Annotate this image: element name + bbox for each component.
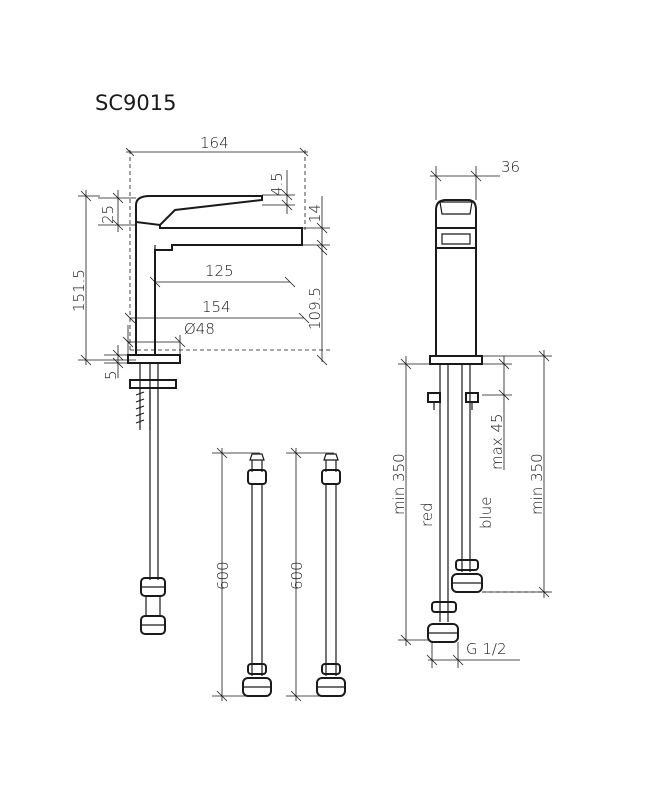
front-hose — [149, 363, 159, 580]
dim-25-line — [98, 190, 136, 232]
side-spout-band — [436, 227, 476, 249]
red-hose-label: red — [418, 502, 436, 527]
dim-max45-line — [482, 356, 512, 470]
dim-g12-label: G 1/2 — [466, 640, 507, 658]
dim-109_5-line — [316, 244, 328, 366]
front-view: 164 4.5 25 151.5 14 125 109.5 154 Ø48 5 — [70, 134, 330, 635]
product-code: SC9015 — [95, 91, 176, 115]
dim-154-line — [124, 312, 310, 324]
fixing-plate — [129, 379, 177, 389]
blue-hose-label: blue — [477, 497, 495, 529]
red-hose-ferrule — [431, 601, 457, 613]
loose-hose-2 — [316, 453, 346, 697]
dim-125-label: 125 — [205, 262, 234, 280]
side-lug-stems — [433, 402, 473, 410]
dim-600-b-label: 600 — [288, 561, 306, 590]
dim-164-line — [125, 147, 309, 157]
dim-600-a-line — [212, 447, 260, 702]
dim-g12-line — [426, 642, 520, 668]
side-body — [435, 199, 477, 357]
dim-5-line — [104, 345, 128, 378]
red-hose — [439, 364, 449, 622]
front-hose-nut-2 — [140, 615, 166, 635]
dim-36-line — [430, 166, 500, 200]
dim-25-label: 25 — [99, 205, 117, 224]
front-hose-nut-1 — [140, 577, 166, 597]
loose-hose-1 — [242, 453, 272, 697]
dim-154-label: 154 — [202, 298, 231, 316]
dim-600-b-line — [286, 447, 334, 702]
front-bounding-dashes — [129, 150, 330, 351]
dim-164-label: 164 — [200, 134, 229, 152]
blue-hose — [461, 364, 471, 572]
dim-min350-right-label: min 350 — [528, 453, 546, 515]
threaded-stud — [139, 363, 151, 430]
tap-base — [127, 354, 181, 364]
dim-5-label: 5 — [102, 370, 120, 380]
dim-4_5-label: 4.5 — [268, 172, 286, 196]
side-view: red blue 36 min 350 max 45 min 350 G 1/2 — [390, 158, 552, 668]
dim-min350-left-label: min 350 — [390, 453, 408, 515]
dim-125-line — [149, 276, 296, 288]
dim-14-line — [302, 196, 330, 252]
dim-151_5-line — [78, 190, 136, 366]
blue-hose-ferrule — [455, 559, 479, 571]
dim-600-a-label: 600 — [214, 561, 232, 590]
lever-handle — [135, 195, 263, 227]
front-hose-connector — [145, 595, 161, 617]
tap-body — [135, 222, 303, 356]
dim-151_5-label: 151.5 — [70, 269, 88, 312]
side-aerator — [441, 233, 471, 245]
side-lever — [439, 201, 473, 215]
dim-109_5-label: 109.5 — [306, 287, 324, 330]
thread-marks — [135, 391, 145, 424]
dim-36-label: 36 — [501, 158, 520, 176]
dim-14-label: 14 — [306, 204, 324, 223]
side-base — [429, 355, 483, 365]
dim-max45-label: max 45 — [488, 413, 506, 470]
dim-4_5-line — [262, 170, 295, 214]
dim-48-line — [122, 325, 186, 355]
dim-min350-left-line — [398, 356, 430, 646]
dim-48-label: Ø48 — [184, 320, 215, 338]
